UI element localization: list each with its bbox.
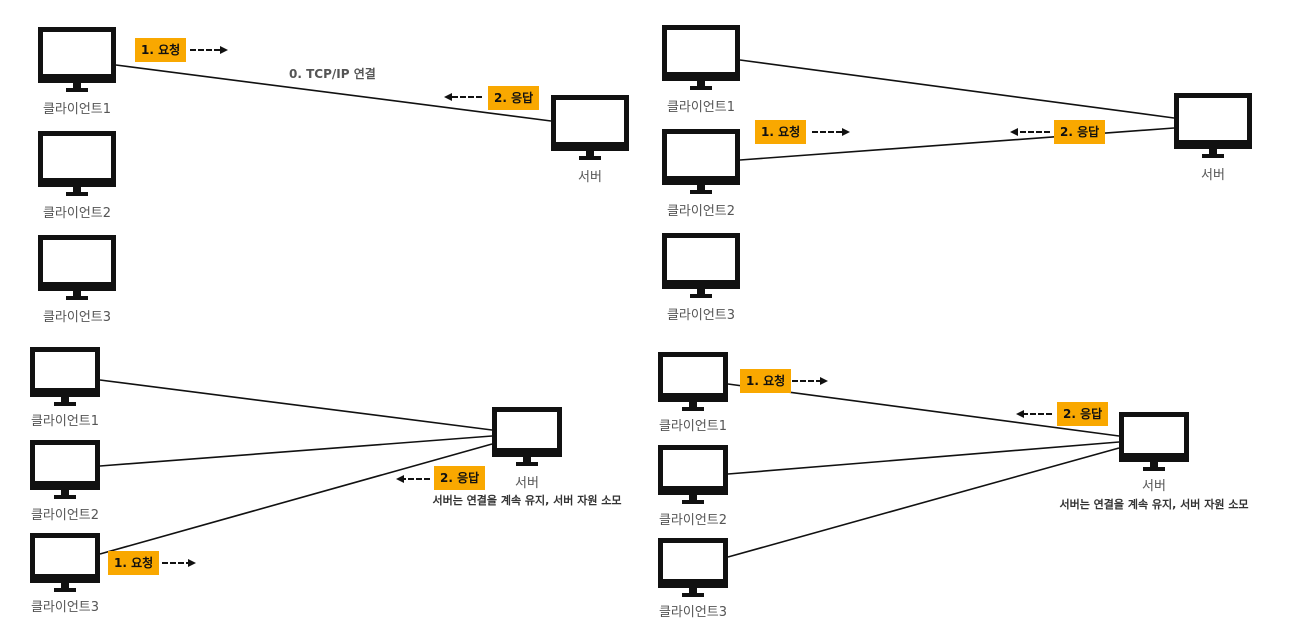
monitor-icon (492, 407, 562, 466)
monitor-icon (30, 440, 100, 499)
client-label-2: 클라이언트2 (30, 508, 100, 523)
connection-line (727, 447, 1120, 558)
connection-line (99, 443, 493, 555)
response-tag: 2. 응답 (1057, 402, 1109, 426)
server-label: 서버 (1201, 168, 1225, 183)
response-tag: 2. 응답 (434, 466, 486, 490)
monitor-icon (38, 235, 116, 300)
monitor-icon (38, 131, 116, 196)
client-label-1: 클라이언트1 (42, 102, 112, 117)
request-tag: 1. 요청 (740, 369, 792, 393)
client-label-1: 클라이언트1 (658, 419, 728, 434)
client-label-1: 클라이언트1 (666, 100, 736, 115)
monitor-icon (1119, 412, 1189, 471)
server-label: 서버 (578, 170, 602, 185)
monitor-icon (38, 27, 116, 92)
client-label-1: 클라이언트1 (30, 414, 100, 429)
monitor-icon (662, 25, 740, 90)
client-label-2: 클라이언트2 (666, 204, 736, 219)
client-label-3: 클라이언트3 (42, 310, 112, 325)
monitor-icon (662, 129, 740, 194)
client-label-3: 클라이언트3 (30, 600, 100, 615)
monitor-icon (662, 233, 740, 298)
response-tag: 2. 응답 (1054, 120, 1106, 144)
server-label: 서버 (1142, 479, 1166, 494)
server-note: 서버는 연결을 계속 유지, 서버 자원 소모 (432, 494, 622, 507)
connection-line (727, 383, 1120, 437)
connection-line (99, 379, 493, 431)
connection-line (99, 435, 493, 467)
client-label-2: 클라이언트2 (42, 206, 112, 221)
client-label-3: 클라이언트3 (658, 605, 728, 620)
monitor-icon (30, 347, 100, 406)
client-label-3: 클라이언트3 (666, 308, 736, 323)
server-note: 서버는 연결을 계속 유지, 서버 자원 소모 (1059, 498, 1249, 511)
connection-line (739, 59, 1175, 119)
connection-line (115, 64, 552, 122)
monitor-icon (1174, 93, 1252, 158)
response-tag: 2. 응답 (488, 86, 540, 110)
monitor-icon (551, 95, 629, 160)
request-tag: 1. 요청 (755, 120, 807, 144)
connection-label: 0. TCP/IP 연결 (289, 67, 376, 81)
monitor-icon (658, 445, 728, 504)
monitor-icon (30, 533, 100, 592)
server-label: 서버 (515, 476, 539, 491)
connection-line (727, 441, 1120, 475)
monitor-icon (658, 538, 728, 597)
request-tag: 1. 요청 (135, 38, 187, 62)
monitor-icon (658, 352, 728, 411)
request-tag: 1. 요청 (108, 551, 160, 575)
client-label-2: 클라이언트2 (658, 513, 728, 528)
